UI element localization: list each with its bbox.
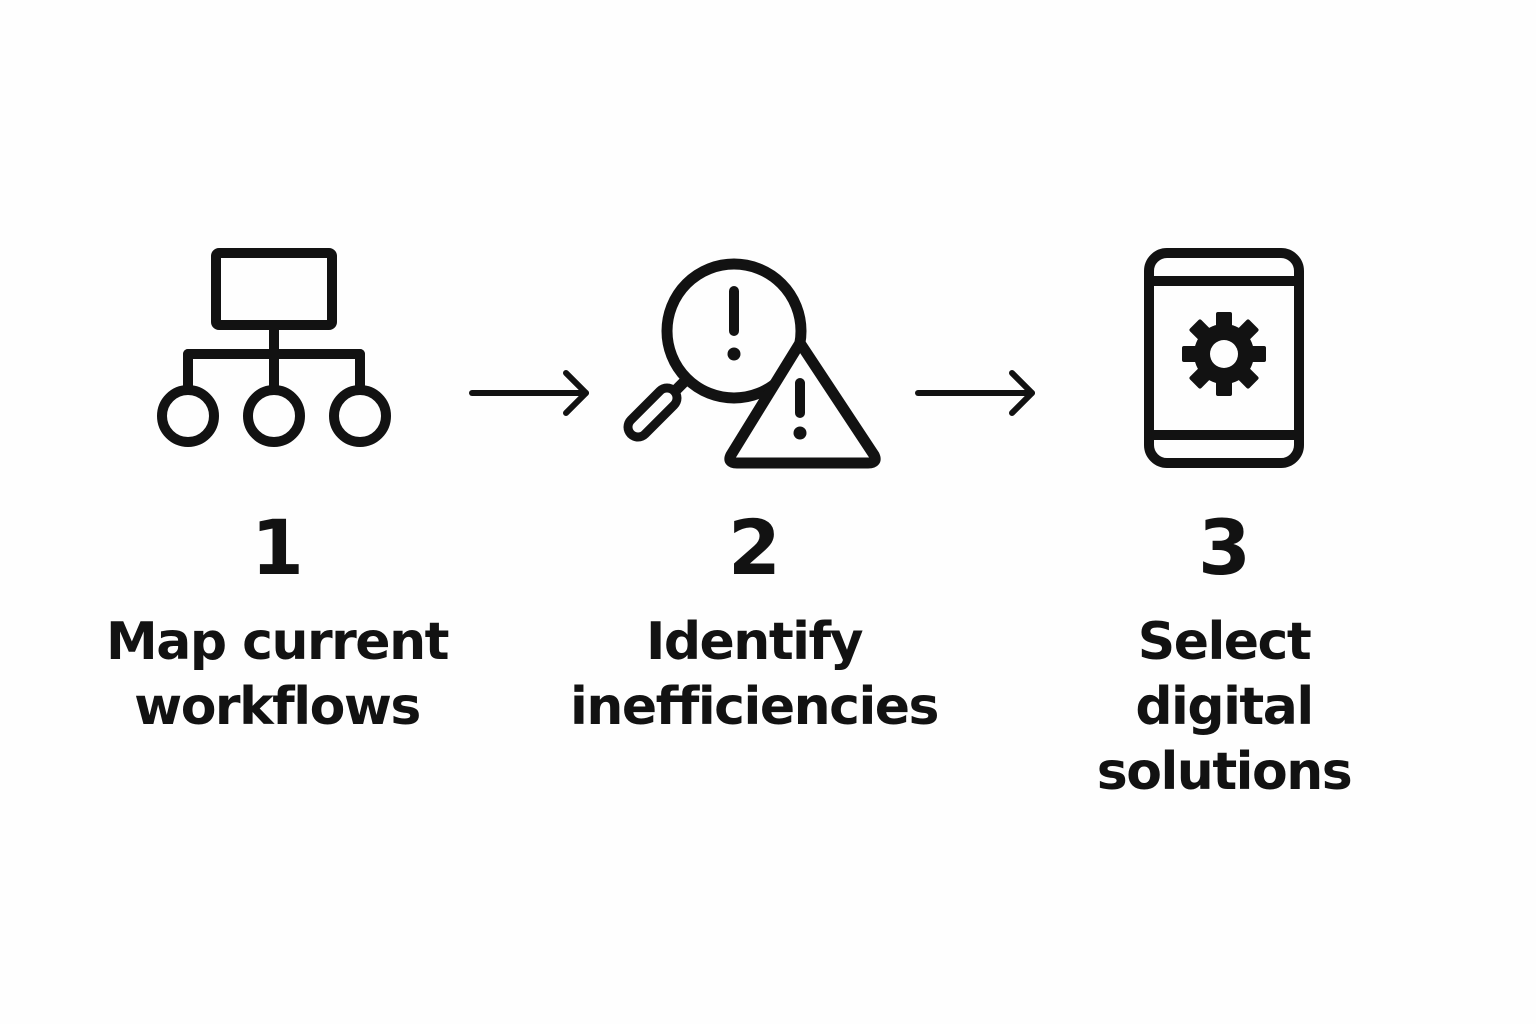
- step-label: Identify inefficiencies: [524, 610, 984, 740]
- step-label: Select digital solutions: [994, 610, 1454, 805]
- step-number: 3: [1198, 503, 1251, 592]
- step-number: 2: [728, 503, 781, 592]
- step-label-line: inefficiencies: [570, 677, 939, 737]
- step-number: 1: [251, 503, 304, 592]
- arrow-right-icon: [469, 370, 589, 416]
- step-label-line: solutions: [1096, 742, 1353, 802]
- arrow-right-icon: [915, 370, 1035, 416]
- gear-icon: [1182, 312, 1266, 396]
- step-label: Map current workflows: [47, 610, 507, 740]
- flowchart-hierarchy-icon: [157, 248, 391, 447]
- step-label-line: Map current: [106, 612, 449, 672]
- step-label-line: Select: [1137, 612, 1312, 672]
- step-label-line: digital: [1135, 677, 1314, 737]
- step-label-line: workflows: [134, 677, 421, 737]
- magnifier-warning-icon: [623, 258, 881, 469]
- step-label-line: Identify: [645, 612, 864, 672]
- tablet-gear-icon: [1144, 248, 1304, 468]
